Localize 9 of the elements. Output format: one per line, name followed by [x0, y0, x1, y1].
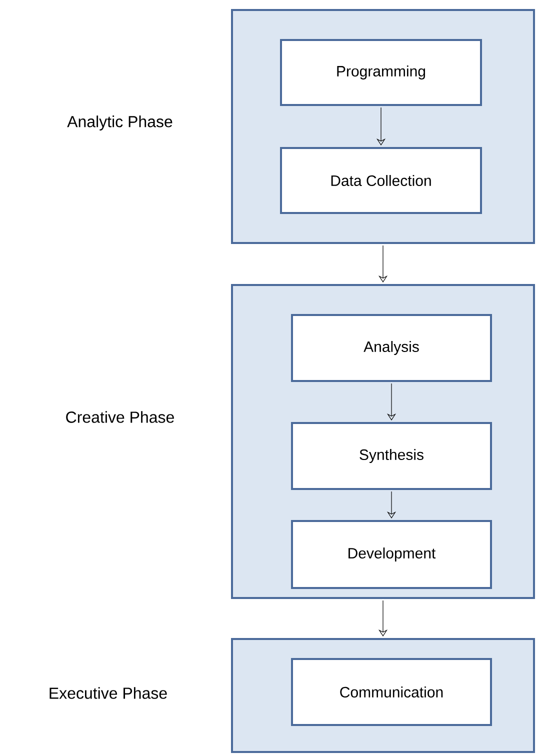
process-box: Analysis — [291, 314, 492, 382]
node-label: Creative Phase — [66, 411, 174, 423]
node-label: Executive Phase — [50, 687, 167, 699]
process-box: Communication — [291, 658, 492, 726]
process-box: Programming — [280, 39, 482, 106]
process-box: Development — [291, 520, 492, 589]
node-label: Analytic Phase — [67, 116, 172, 130]
process-box: Data Collection — [280, 147, 482, 214]
process-box: Synthesis — [291, 422, 492, 490]
